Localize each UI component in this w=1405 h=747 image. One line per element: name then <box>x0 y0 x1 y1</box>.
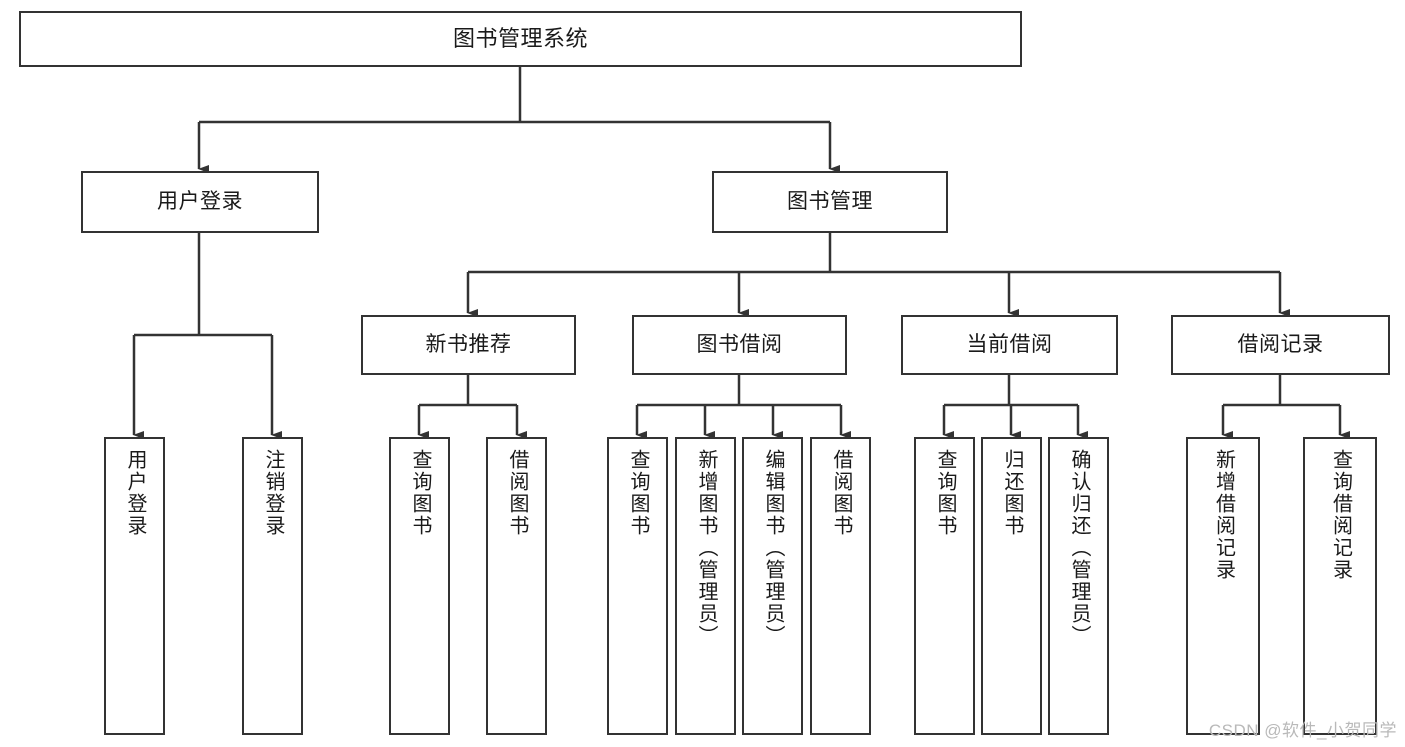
node-label: 借阅图书 <box>830 449 852 537</box>
node-label: 查询图书 <box>934 449 956 537</box>
node-label: 查询图书 <box>627 449 649 537</box>
node-label: 归还图书 <box>1001 449 1023 537</box>
node-user-login[interactable]: 用户登录 <box>81 171 319 233</box>
node-borrow-record[interactable]: 借阅记录 <box>1171 315 1390 375</box>
connector-group <box>132 67 1350 439</box>
node-current-borrow[interactable]: 当前借阅 <box>901 315 1118 375</box>
node-leaf-borrow-book-1[interactable]: 借阅图书 <box>486 437 547 735</box>
node-label: 编辑图书（管理员） <box>762 449 784 647</box>
node-leaf-add-book[interactable]: 新增图书（管理员） <box>675 437 736 735</box>
node-leaf-user-login[interactable]: 用户登录 <box>104 437 165 735</box>
node-label: 用户登录 <box>124 449 146 537</box>
node-root[interactable]: 图书管理系统 <box>19 11 1022 67</box>
node-label: 图书管理 <box>787 189 873 213</box>
node-leaf-query-book-3[interactable]: 查询图书 <box>914 437 975 735</box>
node-label: 查询借阅记录 <box>1329 449 1352 581</box>
node-book-borrow[interactable]: 图书借阅 <box>632 315 847 375</box>
node-label: 借阅记录 <box>1237 332 1324 356</box>
node-label: 图书借阅 <box>696 332 783 356</box>
node-label: 用户登录 <box>157 189 243 213</box>
node-label: 新书推荐 <box>425 332 512 356</box>
node-label: 确认归还（管理员） <box>1068 449 1090 647</box>
node-leaf-confirm-return[interactable]: 确认归还（管理员） <box>1048 437 1109 735</box>
node-label: 借阅图书 <box>506 449 528 537</box>
node-leaf-logout[interactable]: 注销登录 <box>242 437 303 735</box>
node-leaf-query-book-2[interactable]: 查询图书 <box>607 437 668 735</box>
node-book-manage[interactable]: 图书管理 <box>712 171 948 233</box>
node-label: 查询图书 <box>409 449 431 537</box>
node-leaf-query-book-1[interactable]: 查询图书 <box>389 437 450 735</box>
node-label: 当前借阅 <box>966 332 1053 356</box>
node-leaf-query-record[interactable]: 查询借阅记录 <box>1303 437 1377 735</box>
node-label: 新增借阅记录 <box>1212 449 1235 581</box>
node-leaf-return-book[interactable]: 归还图书 <box>981 437 1042 735</box>
node-leaf-edit-book[interactable]: 编辑图书（管理员） <box>742 437 803 735</box>
node-label: 图书管理系统 <box>452 26 588 52</box>
node-label: 新增图书（管理员） <box>695 449 717 647</box>
node-leaf-add-record[interactable]: 新增借阅记录 <box>1186 437 1260 735</box>
node-new-book-recommend[interactable]: 新书推荐 <box>361 315 576 375</box>
node-leaf-borrow-book-2[interactable]: 借阅图书 <box>810 437 871 735</box>
node-label: 注销登录 <box>262 449 284 537</box>
